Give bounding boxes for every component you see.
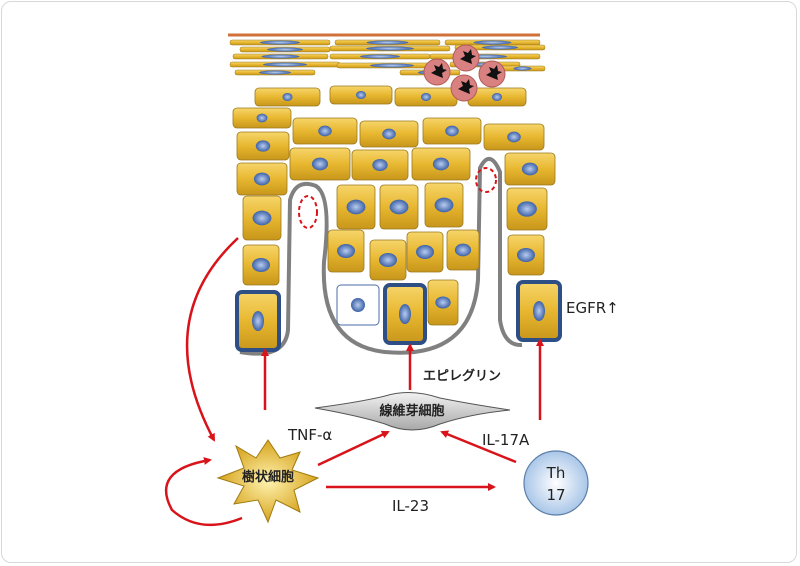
nucleus	[492, 93, 502, 101]
nucleus	[261, 54, 300, 59]
basement-membrane	[239, 157, 523, 356]
nucleus	[260, 40, 300, 45]
il17a-label: IL-17A	[482, 431, 530, 449]
nucleus	[259, 70, 291, 75]
th17-label-line2: 17	[546, 486, 565, 504]
dendritic-cell	[216, 439, 320, 524]
nucleus	[366, 46, 414, 51]
nucleus	[454, 243, 472, 257]
nucleus	[421, 93, 431, 101]
nucleus	[434, 197, 454, 213]
tnf-alpha-label: TNF-α	[287, 426, 332, 444]
arrow-th17-to-fibroblast	[440, 430, 517, 464]
nucleus	[252, 258, 270, 272]
nucleus	[337, 244, 355, 258]
th17-label-line1: Th	[546, 464, 566, 482]
nucleus	[445, 125, 459, 137]
nucleus	[517, 201, 537, 217]
neutrophil-nucleus	[460, 49, 476, 64]
nucleus	[389, 199, 409, 215]
nucleus	[473, 40, 512, 45]
nucleus	[253, 172, 271, 186]
nucleus	[267, 47, 303, 52]
nucleus	[435, 296, 451, 309]
egfr-label: EGFR↑	[566, 299, 619, 317]
nucleus	[311, 157, 329, 171]
nucleus	[521, 162, 539, 176]
nucleus	[399, 304, 411, 324]
nucleus	[351, 298, 365, 312]
nucleus	[416, 245, 434, 259]
nucleus	[255, 140, 271, 152]
nucleus	[318, 125, 332, 137]
th17-cell	[523, 450, 589, 516]
epiregulin-label: エピレグリン	[423, 368, 501, 384]
nucleus	[533, 301, 545, 321]
nucleus	[360, 54, 400, 59]
nucleus	[256, 113, 268, 123]
neutrophil-nucleus	[458, 79, 474, 94]
il23-label: IL-23	[392, 497, 429, 515]
neutrophil-nucleus	[431, 63, 447, 78]
fibroblast	[314, 392, 511, 431]
nucleus	[382, 128, 396, 140]
nucleus	[513, 66, 532, 71]
nucleus	[252, 210, 272, 226]
arrow-dendritic-to-fibroblast	[317, 430, 390, 467]
arrow-epidermis-to-dendritic	[185, 237, 239, 442]
nucleus	[263, 62, 307, 67]
arrow-dendritic-self-loop	[164, 457, 243, 527]
nucleus	[346, 199, 366, 215]
nucleus	[379, 253, 397, 267]
nucleus	[432, 157, 450, 171]
fibroblast-label: 線維芽細胞	[379, 403, 444, 419]
nucleus	[507, 131, 521, 143]
capillary	[298, 195, 318, 229]
nucleus	[372, 159, 388, 171]
nucleus	[282, 93, 293, 101]
dendritic-cell-label: 樹状細胞	[242, 469, 294, 485]
nucleus	[366, 40, 409, 45]
nucleus	[252, 311, 264, 331]
nucleus	[482, 45, 518, 50]
nucleus	[517, 248, 535, 262]
nucleus	[370, 63, 414, 68]
neutrophil-nucleus	[486, 65, 502, 80]
capillary	[475, 167, 497, 193]
nucleus	[356, 91, 366, 99]
